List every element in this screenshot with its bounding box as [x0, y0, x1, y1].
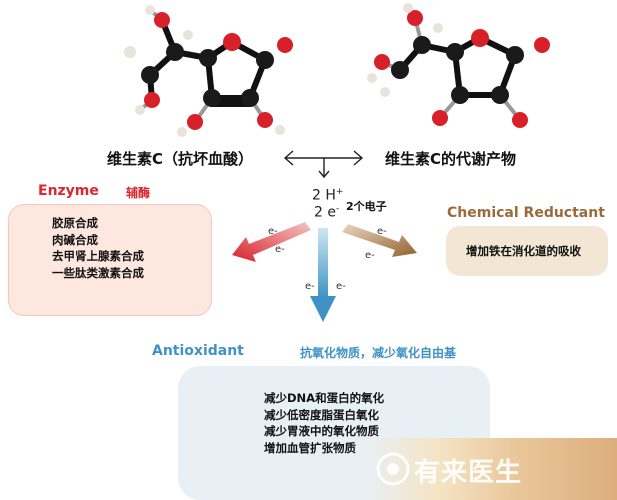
electrons-text: 2 e: [314, 204, 336, 221]
watermark-logo-icon: [376, 452, 410, 486]
electrons-sup: -: [335, 204, 340, 214]
antioxidant-list: 减少DNA和蛋白的氧化 减少低密度脂蛋白氧化 减少胃液中的氧化物质 增加血管扩张…: [264, 390, 384, 456]
list-item: 一些肽类激素合成: [52, 265, 144, 280]
list-item: 增加铁在消化道的吸收: [466, 244, 581, 258]
electron-note: 2个电子: [346, 200, 387, 213]
chemical-reductant-title: Chemical Reductant: [447, 205, 605, 221]
dehydroascorbic-acid-molecule: [367, 3, 550, 128]
e-label: e-: [377, 226, 387, 237]
enzyme-list: 胶原合成 肉碱合成 去甲肾上腺素合成 一些肽类激素合成: [52, 215, 144, 281]
antioxidant-title: Antioxidant: [152, 343, 244, 359]
e-label: e-: [275, 244, 285, 255]
metabolite-label: 维生素C的代谢产物: [385, 150, 517, 168]
protons-label: 2 H+: [312, 187, 343, 204]
list-item: 肉碱合成: [52, 232, 98, 247]
e-label: e-: [365, 250, 375, 261]
e-label: e-: [336, 281, 346, 292]
e-label: e-: [305, 281, 315, 292]
antioxidant-arrow-icon: [310, 228, 336, 322]
chemical-reductant-list: 增加铁在消化道的吸收: [466, 243, 581, 260]
enzyme-arrow-icon: [232, 222, 311, 262]
protons-sup: +: [335, 187, 344, 197]
enzyme-title-cn: 辅酶: [126, 186, 151, 200]
watermark: 有来医生: [362, 438, 617, 500]
vitamin-c-molecule: [124, 5, 293, 137]
vitamin-c-label: 维生素C（抗坏血酸）: [107, 150, 254, 168]
list-item: 胶原合成: [52, 216, 98, 230]
enzyme-box: [8, 204, 212, 316]
list-item: 去甲肾上腺素合成: [52, 249, 144, 263]
antioxidant-title-cn: 抗氧化物质，减少氧化自由基: [300, 346, 457, 360]
list-item: 减少DNA和蛋白的氧化: [264, 391, 385, 405]
list-item: 减少低密度脂蛋白氧化: [264, 407, 379, 422]
list-item: 增加血管扩张物质: [264, 440, 356, 455]
double-arrow-icon: [283, 150, 364, 179]
reductant-arrow-icon: [342, 224, 417, 257]
enzyme-title: Enzyme: [38, 183, 99, 199]
chemical-reductant-box: [446, 226, 608, 276]
watermark-text: 有来医生: [414, 458, 523, 488]
electrons-label: 2 e-: [314, 204, 339, 221]
e-label: e-: [268, 226, 278, 237]
protons-text: 2 H: [312, 187, 336, 204]
list-item: 减少胃液中的氧化物质: [264, 424, 379, 438]
